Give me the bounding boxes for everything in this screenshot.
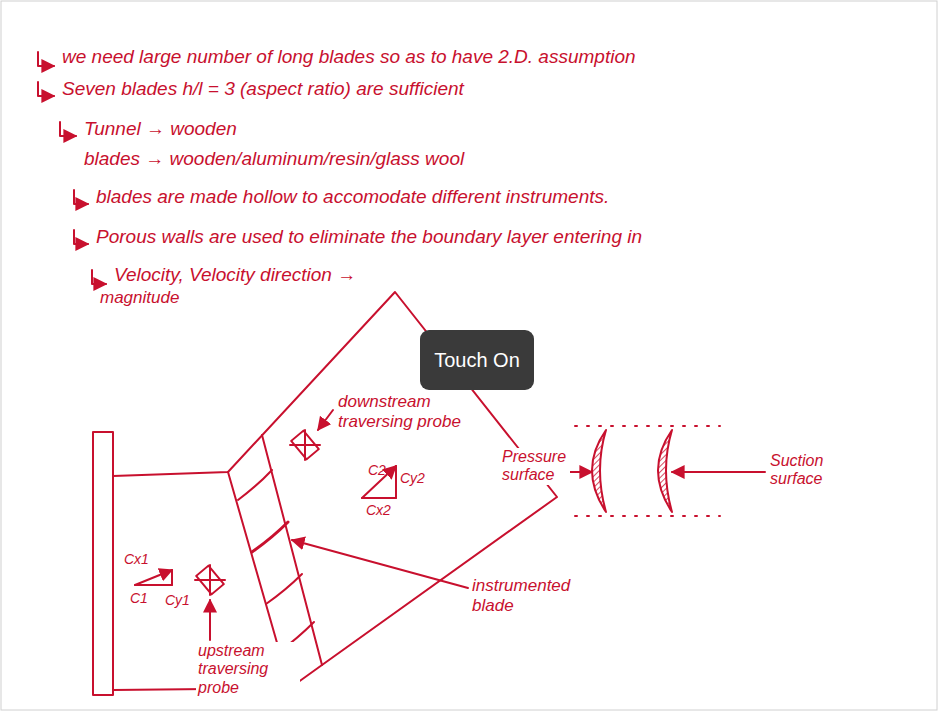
note-text: magnitude <box>100 288 179 308</box>
cascade-blade <box>238 470 272 500</box>
pitch-line <box>575 425 720 427</box>
velocity-vector <box>395 466 397 498</box>
bullet-hook <box>74 190 88 204</box>
note-text: upstream traversing probe <box>196 642 300 697</box>
bullet-hook <box>92 270 106 284</box>
cascade-line <box>262 435 322 665</box>
note-text: C2 <box>368 462 386 478</box>
blade-profile <box>658 430 672 512</box>
bullet-hook <box>74 230 88 244</box>
leader-arrow <box>672 471 765 473</box>
note-text: Cx2 <box>366 502 391 518</box>
velocity-vector <box>135 584 172 586</box>
leader-arrow <box>209 600 211 640</box>
note-text: downstream traversing probe <box>336 392 468 431</box>
cascade-blade <box>252 522 288 552</box>
velocity-vector <box>362 497 396 499</box>
pitch-line <box>575 515 720 517</box>
overlay-button: Touch On <box>420 330 534 390</box>
note-text: Porous walls are used to eliminate the b… <box>96 226 642 248</box>
leader-arrow <box>318 410 333 430</box>
note-text: Velocity, Velocity direction → <box>114 264 356 286</box>
note-text: we need large number of long blades so a… <box>62 46 636 68</box>
bullet-hook <box>38 52 54 66</box>
note-text: Cy2 <box>400 470 425 486</box>
note-text: blades are made hollow to accomodate dif… <box>96 186 609 208</box>
tunnel-outline <box>113 292 557 690</box>
note-text: Seven blades h/l = 3 (aspect ratio) are … <box>62 78 464 100</box>
button-text: Touch On <box>434 349 520 372</box>
bullet-hook <box>38 82 54 96</box>
cascade-blade <box>266 574 302 604</box>
probe-symbol <box>195 565 225 595</box>
blade-profile <box>592 430 606 512</box>
note-text: Cx1 <box>124 551 149 567</box>
note-text: C1 <box>130 590 148 606</box>
bullet-hook <box>60 122 76 136</box>
note-text: instrumented blade <box>470 576 584 615</box>
note-text: blades → wooden/aluminum/resin/glass woo… <box>84 148 464 170</box>
note-text: Pressure surface <box>500 448 570 485</box>
velocity-vector <box>171 570 173 585</box>
note-text: Suction surface <box>770 452 842 489</box>
tunnel-plate <box>93 432 113 695</box>
velocity-vector <box>135 570 172 585</box>
note-text: Tunnel → wooden <box>84 118 237 140</box>
probe-symbol <box>290 430 320 460</box>
note-text: Cy1 <box>165 592 190 608</box>
leader-arrow <box>292 540 468 588</box>
